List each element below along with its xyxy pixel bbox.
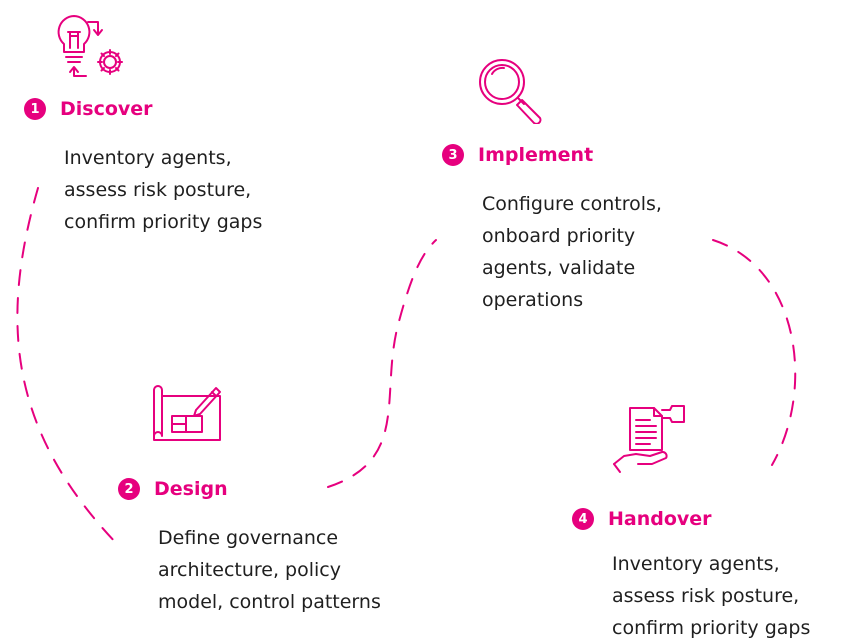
step-title: Handover [608,507,712,530]
step-description: Define governance architecture, policy m… [158,527,381,613]
step-header: 2 Design [118,478,381,500]
step-implement: 3 Implement Configure controls, onboard … [442,144,662,316]
step-description: Inventory agents, assess risk posture, c… [64,147,263,233]
step-handover: 4 Handover Inventory agents, assess risk… [572,508,810,644]
step-title: Implement [478,143,594,166]
connector-design-implement [327,239,437,488]
step-header: 3 Implement [442,144,662,166]
step-number-badge: 2 [118,478,140,500]
document-hand-icon [613,405,685,473]
step-discover: 1 Discover Inventory agents, assess risk… [24,98,262,238]
lightbulb-gear-icon [57,15,123,77]
magnifier-icon [479,59,542,124]
step-title: Design [154,477,228,500]
step-number-badge: 4 [572,508,594,530]
step-design: 2 Design Define governance architecture,… [118,478,381,618]
step-description: Configure controls, onboard priority age… [482,193,662,311]
step-title: Discover [60,97,153,120]
step-number-badge: 1 [24,98,46,120]
step-header: 1 Discover [24,98,262,120]
step-header: 4 Handover [572,508,810,530]
connector-implement-handover [712,239,797,466]
blueprint-pencil-icon [153,385,221,441]
connector-discover-design [16,187,119,546]
step-number-badge: 3 [442,144,464,166]
step-description: Inventory agents, assess risk posture, c… [612,553,811,639]
